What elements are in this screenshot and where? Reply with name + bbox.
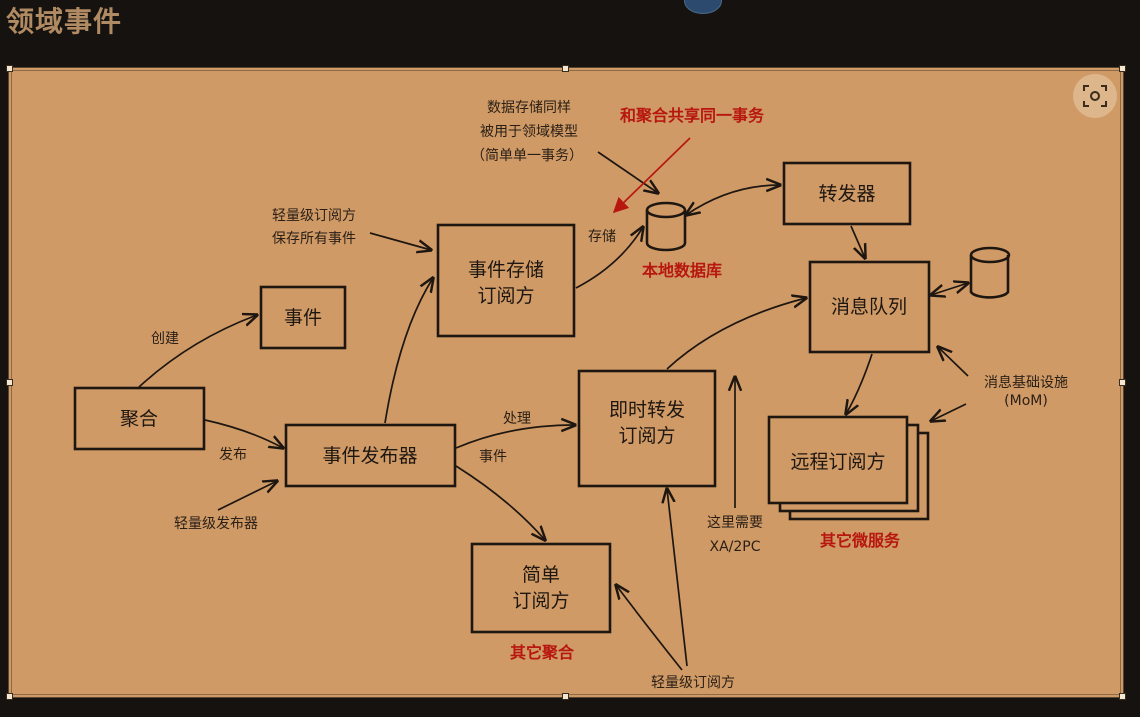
resize-handle-left[interactable] bbox=[6, 379, 13, 386]
diagram-image bbox=[8, 67, 1124, 698]
resize-handle-bottom-right[interactable] bbox=[1119, 693, 1126, 700]
resize-handle-top-left[interactable] bbox=[6, 65, 13, 72]
resize-handle-top-right[interactable] bbox=[1119, 65, 1126, 72]
focus-scan-icon bbox=[1083, 85, 1107, 107]
resize-handle-bottom-left[interactable] bbox=[6, 693, 13, 700]
image-border bbox=[11, 70, 1121, 695]
page-title: 领域事件 bbox=[6, 5, 123, 38]
resize-handle-top[interactable] bbox=[562, 65, 569, 72]
resize-handle-bottom[interactable] bbox=[562, 693, 569, 700]
resize-handle-right[interactable] bbox=[1119, 379, 1126, 386]
avatar[interactable] bbox=[684, 0, 722, 14]
focus-button[interactable] bbox=[1073, 74, 1117, 118]
